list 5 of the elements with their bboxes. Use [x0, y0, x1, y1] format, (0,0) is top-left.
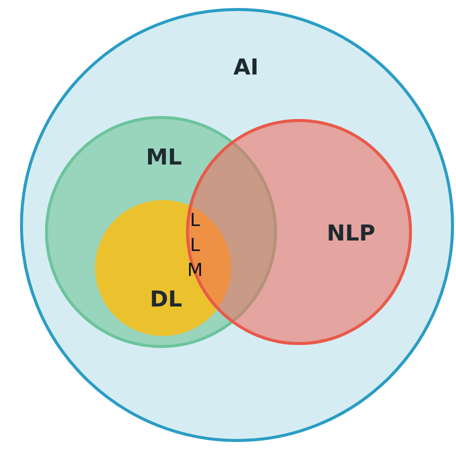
circle-label: NLP	[326, 222, 376, 246]
vertical-label: L L M	[186, 209, 204, 283]
circle-label: ML	[146, 146, 182, 170]
circle-label: DL	[150, 288, 182, 312]
circle-label: AI	[233, 56, 259, 80]
